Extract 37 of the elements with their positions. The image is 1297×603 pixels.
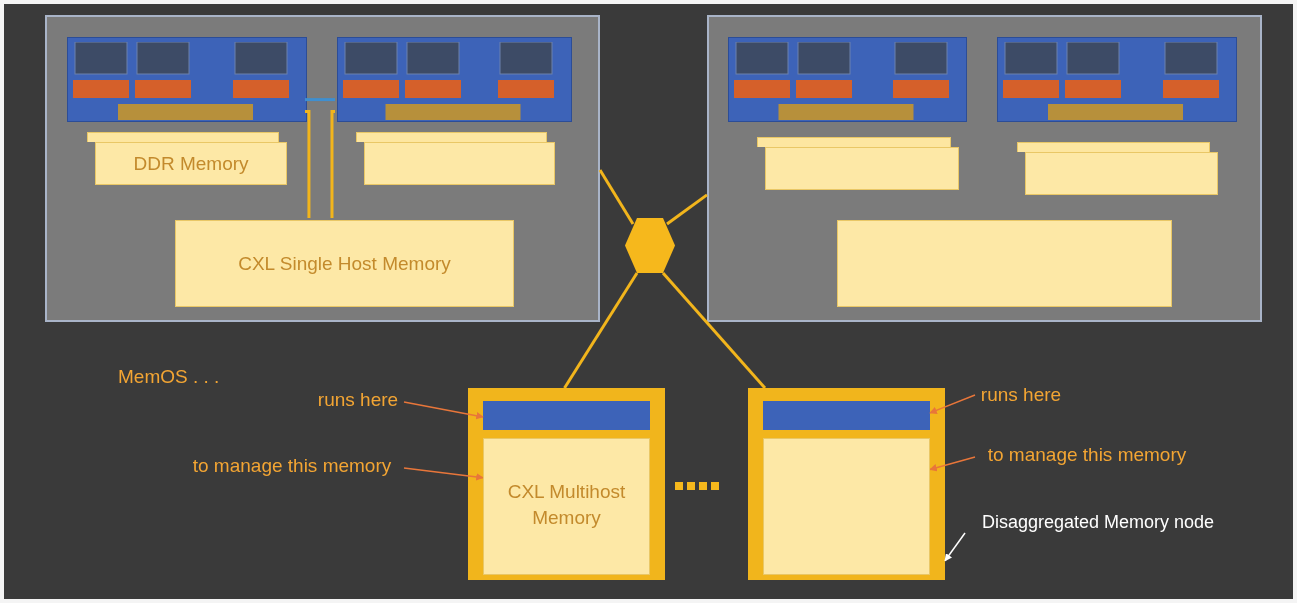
- callout-text: runs here: [975, 383, 1067, 407]
- leader-line: [403, 401, 484, 420]
- callout-text: to manage this memory: [180, 454, 404, 478]
- memory-box: [765, 147, 959, 190]
- memory-box: [87, 132, 279, 142]
- memory-box: [837, 220, 1172, 307]
- memory-box: CXL Single Host Memory: [175, 220, 514, 307]
- callout-text: Disaggregated Memory node: [958, 510, 1238, 534]
- memory-box: [757, 137, 951, 147]
- memory-box: [1017, 142, 1210, 152]
- server-panel: [45, 15, 600, 322]
- leader-line: [944, 532, 966, 562]
- connector-line: [330, 110, 335, 218]
- memory-box: [763, 438, 930, 575]
- connector-line: [598, 169, 635, 225]
- connector-line: [305, 98, 335, 102]
- connector-line: [661, 272, 767, 389]
- connector-line: [563, 272, 639, 389]
- processor-bar: [483, 401, 650, 430]
- callout-text: runs here: [312, 388, 404, 412]
- switch-hexagon: [625, 218, 675, 273]
- leader-line: [403, 467, 484, 481]
- leader-line: [929, 456, 976, 472]
- memory-box: [356, 132, 547, 142]
- server-panel: [707, 15, 1262, 322]
- memory-node-frame: [748, 388, 945, 580]
- note-text: MemOS . . .: [118, 366, 220, 388]
- connector-line: [305, 110, 311, 218]
- memory-box: [364, 142, 555, 185]
- connector-line: [666, 193, 708, 226]
- callout-text: to manage this memory: [975, 443, 1199, 467]
- processor-bar: [763, 401, 930, 430]
- memory-box: DDR Memory: [95, 142, 287, 185]
- memory-box: [1025, 152, 1218, 195]
- memory-node-frame: [468, 388, 665, 580]
- memory-box: CXL Multihost Memory: [483, 438, 650, 575]
- leader-line: [929, 394, 976, 414]
